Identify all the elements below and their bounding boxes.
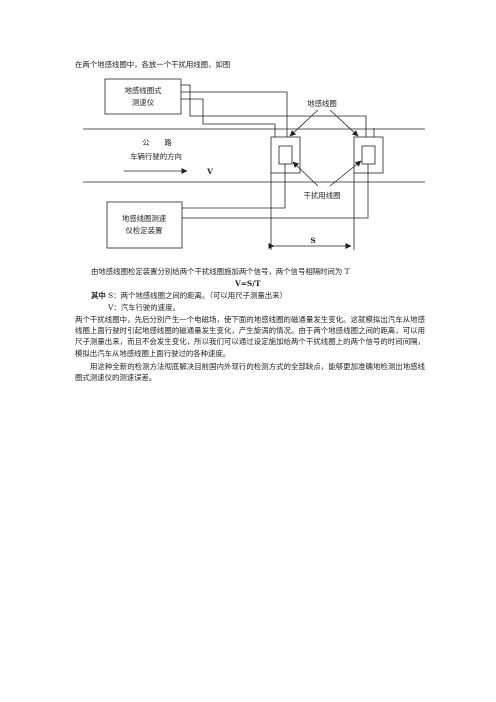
formula: V=S/T	[235, 279, 261, 288]
calibration-device-label-2: 仪检定装置	[126, 226, 163, 235]
speedometer-label-2: 测速仪	[132, 98, 155, 107]
explanation-text: 由地感线圈检定装置分别给两个干扰线圈施加两个信号，两个信号相隔时间为 T	[91, 267, 350, 276]
arrow-interference-right	[329, 160, 362, 187]
where-prefix: 其中	[91, 291, 106, 300]
arrow-coil-left	[289, 109, 319, 137]
road-label: 公 路	[142, 138, 172, 147]
interference-coil-2	[361, 145, 376, 165]
label-interference-coil: 干扰用线圈	[304, 191, 341, 200]
calibration-device-box	[106, 201, 183, 249]
where-s: S：两个地感线圈之间的距离。（可以用尺子测量出来）	[108, 291, 287, 300]
velocity-label: V	[206, 167, 213, 176]
label-induction-coil: 地感线圈	[307, 99, 337, 108]
interference-coil-1	[278, 145, 293, 165]
wire-speedometer-coil-2	[181, 98, 276, 137]
arrow-interference-left	[292, 161, 319, 187]
intro-text: 在两个地感线圈中，各放一个干扰用线圈，如图	[75, 60, 231, 69]
where-v-line: V：汽车行驶的速度。	[108, 303, 180, 312]
paragraph-2: 用这种全新的检测方法彻底解决目前国内外现行的检测方式的全部缺点，能够更加准确地检…	[75, 362, 425, 383]
paragraph-1: 两个干扰线圈中，先后分别产生一个电磁场，使下面的地感线圈的磁通量发生变化。这就模…	[75, 315, 425, 358]
diagram: 地感线圈式 测速仪 地感线圈测速 仪检定装置 地感线圈 干扰用线圈 公 路 车辆…	[83, 78, 425, 250]
wire-device-interference-1	[182, 164, 286, 209]
speedometer-box	[104, 78, 182, 115]
speedometer-label-1: 地感线圈式	[125, 86, 163, 95]
direction-label: 车辆行驶的方向	[130, 152, 182, 161]
wire-coil-2-top	[181, 84, 367, 137]
wire-speedometer-coil-1	[181, 91, 288, 137]
calibration-device-label-1: 地感线圈测速	[122, 214, 167, 223]
distance-label: S	[310, 236, 315, 245]
where-s-line: 其中 S：两个地感线圈之间的距离。（可以用尺子测量出来）	[91, 290, 287, 301]
arrow-coil-right	[329, 109, 359, 137]
wire-device-interference-2	[182, 164, 369, 219]
